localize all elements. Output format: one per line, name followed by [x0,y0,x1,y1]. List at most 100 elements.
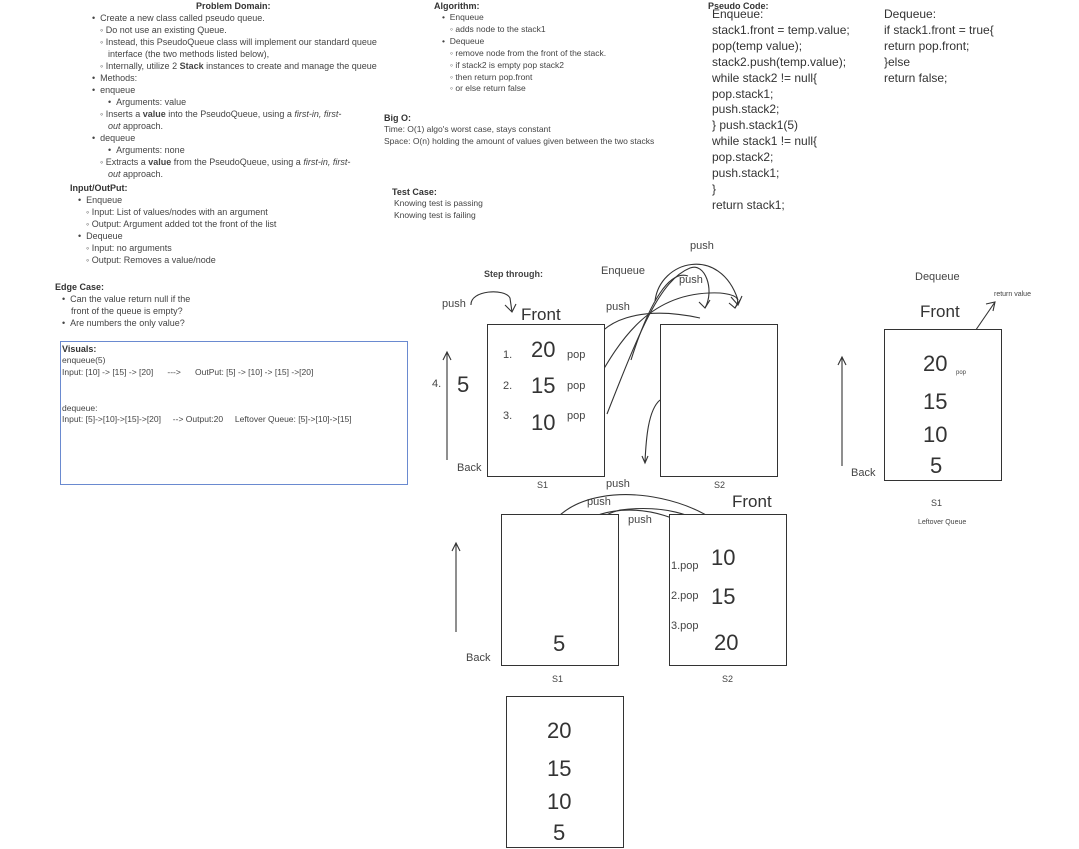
pop-label: pop [567,410,586,422]
step-number: 3. [503,410,513,422]
pd-item: approach. [120,121,164,131]
pd-item: interface (the two methods listed below)… [108,49,270,59]
pop-label: pop [567,380,586,392]
visuals-line: Input: [5]->[10]->[15]->[20] --> Output:… [62,414,352,424]
code-line: return stack1; [712,197,785,212]
s1-label: S1 [931,498,943,508]
io-list: • Enqueue ◦ Input: List of values/nodes … [78,195,277,265]
edge-item: front of the queue is empty? [71,306,183,316]
code-line: Dequeue: [884,7,937,21]
code-line: } push.stack1(5) [712,118,799,133]
back-label: Back [851,467,876,479]
pd-bold: Stack [179,61,204,71]
pop-step-label: 3.pop [671,620,699,632]
step-4-label: 4. [432,378,442,390]
leftover-label: Leftover Queue [918,519,967,526]
pd-item: enqueue [100,85,136,95]
test-item: Knowing test is failing [394,210,476,220]
dequeue-label: Dequeue [915,271,960,283]
code-line: stack1.front = temp.value; [712,22,850,37]
stack-s1-bottom [501,514,619,666]
s2-label: S2 [722,674,734,684]
code-line: pop.stack1; [712,86,774,101]
io-item: Input: no arguments [91,243,172,253]
pop-step-label: 2.pop [671,590,699,602]
edge-heading: Edge Case: [55,282,105,292]
edge-item: Can the value return null if the [70,294,191,304]
test-heading: Test Case: [392,187,437,197]
pd-item: Create a new class called pseudo queue. [100,13,265,23]
pseudo-heading: Pseudo Code: [708,1,769,11]
alg-item: then return pop.front [455,71,533,82]
pd-item: from the PseudoQueue, using a [171,157,304,167]
stack-value: 15 [531,373,556,398]
pd-bold: value [142,109,166,119]
value-five: 5 [457,372,470,397]
pseudo-dequeue-code: Dequeue:if stack1.front = true{return po… [884,7,994,87]
pd-item: approach. [120,169,164,179]
io-item: Enqueue [86,195,123,205]
code-line: } [712,181,717,196]
bigo-space: Space: O(n) holding the amount of values… [384,136,655,146]
stack-value: 15 [711,584,736,609]
code-line: pop(temp value); [712,38,803,53]
pd-item: Do not use an existing Queue. [105,25,227,35]
pop-step-label: 1.pop [671,560,699,572]
problem-domain-list: • Create a new class called pseudo queue… [92,13,377,179]
io-heading: Input/OutPut: [70,183,128,193]
push-arrow [654,263,739,302]
code-line: pop.stack2; [712,150,774,165]
front-label: Front [732,492,772,511]
stack-value: 15 [547,756,572,781]
front-label: Front [521,305,561,324]
io-item: Output: Removes a value/node [91,255,216,265]
pop-label: pop [567,349,586,361]
stack-dequeue [884,329,1002,481]
io-item: Output: Argument added tot the front of … [91,219,277,229]
pd-item: dequeue [100,133,136,143]
push-label: push [606,301,630,313]
push-arrow [470,291,513,313]
stack-value: 20 [923,351,948,376]
stack-value: 10 [531,410,556,435]
alg-item: if stack2 is empty pop stack2 [455,59,565,70]
algorithm-list: • Enqueue ◦ adds node to the stack1 • De… [442,12,607,94]
back-label: Back [466,652,491,664]
code-line: return pop.front; [884,38,970,53]
bigo-time: Time: O(1) algo's worst case, stays cons… [384,124,551,134]
return-value-label: return value [994,291,1031,298]
problem-domain-heading: Problem Domain: [196,1,271,11]
code-line: while stack1 != null{ [712,134,818,149]
test-item: Knowing test is passing [394,198,483,208]
s2-label: S2 [714,480,726,490]
pd-bold: value [148,157,172,167]
push-label: push [606,478,630,490]
pd-item: Extracts a [105,157,149,167]
enqueue-label: Enqueue [601,265,646,277]
stack-value: 10 [547,789,572,814]
alg-item: remove node from the front of the stack. [455,47,607,58]
pd-italic: out [108,169,121,179]
pd-item: Arguments: value [116,97,187,107]
pd-item: into the PseudoQueue, using a [165,109,295,119]
push-label: push [679,274,703,286]
front-label: Front [920,302,960,321]
stack-s1 [487,324,605,477]
alg-item: Dequeue [449,35,485,46]
alg-item: adds node to the stack1 [455,23,546,34]
alg-item: or else return false [455,83,526,94]
stack-s2-bottom [669,514,787,666]
code-line: return false; [884,70,948,85]
back-label: Back [457,462,482,474]
push-label: push [690,240,714,252]
stack-value: 15 [923,389,948,414]
stack-value: 5 [553,820,566,845]
io-item: Input: List of values/nodes with an argu… [91,207,268,217]
visuals-heading: Visuals: [62,344,97,354]
pd-item: Methods: [100,73,138,83]
code-line: if stack1.front = true{ [884,22,994,37]
arrowhead [442,350,452,361]
edge-item: Are numbers the only value? [70,318,185,328]
step-number: 1. [503,349,513,361]
io-item: Dequeue [86,231,123,241]
